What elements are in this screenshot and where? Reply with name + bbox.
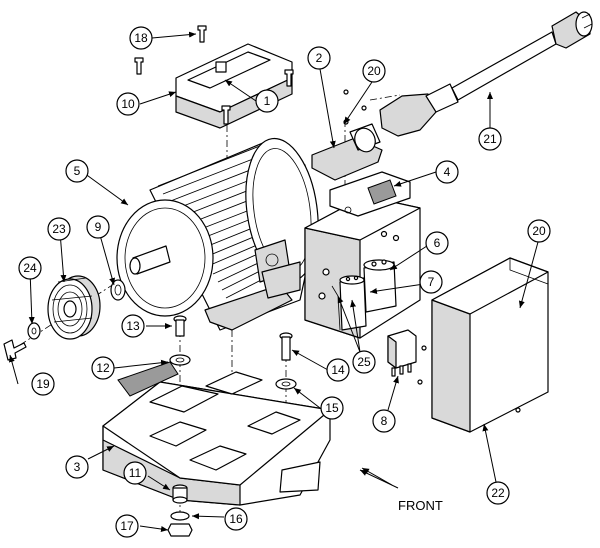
nut-17 <box>167 523 193 537</box>
mounting-bolt-14 <box>279 332 293 361</box>
lock-washer-16 <box>170 511 190 521</box>
callout-10-number: 10 <box>121 97 135 111</box>
callout-14: 14 <box>326 358 350 382</box>
box-cover <box>431 257 549 433</box>
callout-3-number: 3 <box>74 460 81 474</box>
capacitor-7 <box>339 275 367 331</box>
callout-9: 9 <box>86 215 110 239</box>
callout-17-number: 17 <box>120 519 134 533</box>
callout-14-number: 14 <box>331 363 345 377</box>
pulley-bolt <box>3 339 27 361</box>
callout-5-number: 5 <box>74 164 81 178</box>
callout-3: 3 <box>65 455 89 479</box>
base-plate <box>102 361 331 506</box>
power-cord <box>379 11 593 137</box>
front-label: FRONT <box>398 498 443 513</box>
callout-11-number: 11 <box>129 466 142 480</box>
callout-13-number: 13 <box>126 319 140 333</box>
callout-21-number: 21 <box>483 132 497 146</box>
callout-20-right-number: 20 <box>532 224 546 238</box>
callout-4-number: 4 <box>444 165 451 179</box>
washer-15 <box>275 378 297 390</box>
capacitor-6 <box>363 259 397 313</box>
callout-25: 25 <box>352 350 376 374</box>
washer-12 <box>169 354 191 366</box>
callout-20-top: 20 <box>362 59 386 83</box>
callout-18: 18 <box>129 26 153 50</box>
callout-23: 23 <box>47 217 71 241</box>
callout-16: 16 <box>224 507 248 531</box>
callout-2: 2 <box>307 46 331 70</box>
callout-8: 8 <box>372 409 396 433</box>
leader-lines <box>8 31 539 532</box>
strain-relief-bracket <box>311 123 383 181</box>
callout-1: 1 <box>255 89 279 113</box>
callout-24-number: 24 <box>23 261 37 275</box>
callout-13: 13 <box>121 314 145 338</box>
callout-23-number: 23 <box>52 222 66 236</box>
shaft-spacer <box>110 279 126 301</box>
callout-6: 6 <box>425 231 449 255</box>
callout-9-number: 9 <box>95 220 102 234</box>
spacer-11 <box>172 484 188 504</box>
callout-17: 17 <box>115 514 139 538</box>
callout-20-right: 20 <box>527 219 551 243</box>
callout-16-number: 16 <box>229 512 243 526</box>
mounting-bolt-13 <box>173 315 187 337</box>
callout-7: 7 <box>419 270 443 294</box>
callout-2-number: 2 <box>316 51 323 65</box>
electric-motor <box>116 137 319 331</box>
callout-22-number: 22 <box>491 486 505 500</box>
callout-24: 24 <box>18 256 42 280</box>
callout-7-number: 7 <box>428 275 435 289</box>
callout-12: 12 <box>91 356 115 380</box>
callout-19-number: 19 <box>36 377 50 391</box>
callout-15-number: 15 <box>325 401 339 415</box>
callout-15: 15 <box>320 396 344 420</box>
callout-10: 10 <box>116 92 140 116</box>
callout-22: 22 <box>486 481 510 505</box>
pulley-washer <box>27 322 41 340</box>
drive-pulley <box>47 275 101 340</box>
bracket-bolts <box>134 25 294 125</box>
callout-19: 19 <box>31 372 55 396</box>
callout-8-number: 8 <box>381 414 388 428</box>
front-arrow <box>359 469 399 489</box>
front-indicator: FRONT <box>359 469 443 513</box>
callout-20-top-number: 20 <box>367 64 381 78</box>
callout-25-number: 25 <box>357 355 371 369</box>
callout-11: 11 <box>123 461 147 485</box>
callout-4: 4 <box>435 160 459 184</box>
motor-bracket <box>175 43 293 129</box>
callout-18-number: 18 <box>134 31 148 45</box>
callout-12-number: 12 <box>96 361 110 375</box>
switch-8 <box>387 329 417 377</box>
callout-5: 5 <box>65 159 89 183</box>
callout-1-number: 1 <box>264 94 271 108</box>
callout-21: 21 <box>478 127 502 151</box>
callout-6-number: 6 <box>434 236 441 250</box>
